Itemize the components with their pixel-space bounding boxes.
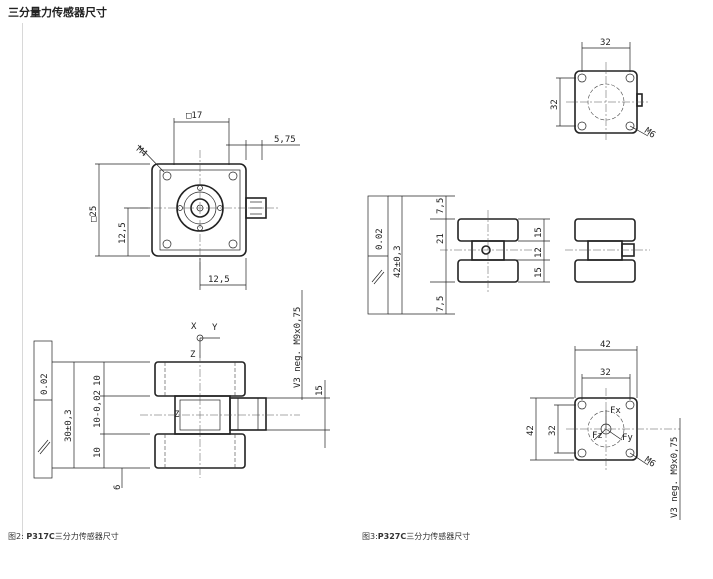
fig3-bottom-gap: 7,5 xyxy=(436,296,446,312)
fig2-axis-z: Z xyxy=(190,350,196,360)
fig2-axis-y: Y xyxy=(212,323,218,333)
fig3-caption: 图3:P327C三分力传感器尺寸 xyxy=(362,531,470,542)
fig3-right-a: 15 xyxy=(534,227,544,238)
fig3-fx: Fx xyxy=(610,406,621,416)
fig3-top-height: 32 xyxy=(550,99,560,110)
fig2-connector-dim: 15 xyxy=(315,385,325,396)
fig3-bottom-inner-w: 32 xyxy=(600,368,611,378)
fig2-foot: 6 xyxy=(113,485,123,490)
fig3-bottom-inner-h: 32 xyxy=(548,425,558,436)
fig3-top-thread: M6 xyxy=(642,126,657,140)
fig2-dim-half-v: 12,5 xyxy=(118,222,128,244)
fig3-bottom-outer-w: 42 xyxy=(600,340,611,350)
fig2-top-view: □17 5,75 M4 □25 12,5 12,5 xyxy=(89,111,300,290)
fig2-axis-x: X xyxy=(191,322,197,332)
fig2-tolerance: 0.02 xyxy=(40,373,50,395)
fig3-top-width: 32 xyxy=(600,38,611,48)
fig2-dim-half-h: 12,5 xyxy=(208,275,230,285)
fig2-caption-suffix: 三分力传感器尺寸 xyxy=(54,532,119,541)
fig2-caption-model: P317C xyxy=(26,532,55,541)
fig3-bottom-thread: M6 xyxy=(642,455,657,469)
left-divider xyxy=(22,23,23,538)
page-title: 三分量力传感器尺寸 xyxy=(8,6,107,19)
fig2-mid-height: 10-0,02 xyxy=(93,390,103,428)
fig3-bottom-view: Fx Fy Fz 42 32 42 32 M6 V3 neg. M9x0,75 xyxy=(526,340,681,520)
fig2-body-label-z: Z xyxy=(174,410,180,420)
fig3-fz: Fz xyxy=(592,431,603,441)
fig2-dim-outer: □25 xyxy=(89,206,99,222)
fig2-dim-width: □17 xyxy=(186,111,202,121)
fig3-top-view: 32 32 M6 xyxy=(550,38,657,142)
fig2-connector-label: V3 neg. M9x0,75 xyxy=(293,307,303,388)
fig3-bottom-outer-h: 42 xyxy=(526,425,536,436)
fig2-thread-m4: M4 xyxy=(134,145,149,160)
fig2-top-height: 10 xyxy=(93,375,103,386)
fig2-side-view: X Y Z Z 0.02 30±0,3 10 10-0,02 10 6 15 xyxy=(33,290,330,490)
fig3-fy: Fy xyxy=(622,433,633,443)
fig2-height: 30±0,3 xyxy=(64,409,74,442)
fig3-right-c: 15 xyxy=(534,267,544,278)
fig2-dim-offset: 5,75 xyxy=(274,135,296,145)
fig3-caption-prefix: 图3: xyxy=(362,532,378,541)
fig3-top-gap: 7,5 xyxy=(436,198,446,214)
fig3-connector-label: V3 neg. M9x0,75 xyxy=(670,437,680,518)
fig2-caption-prefix: 图2: xyxy=(8,532,27,541)
fig3-mid: 21 xyxy=(436,233,446,244)
fig3-tolerance: 0.02 xyxy=(375,228,385,250)
fig2-bottom-height: 10 xyxy=(93,447,103,458)
fig3-right-b: 12 xyxy=(534,247,544,258)
fig3-caption-suffix: 三分力传感器尺寸 xyxy=(406,532,471,541)
fig3-height: 42±0,3 xyxy=(393,245,403,278)
fig3-caption-model: P327C xyxy=(377,532,407,541)
fig2-caption: 图2: P317C三分力传感器尺寸 xyxy=(8,531,119,542)
fig3-side-view: 0.02 42±0,3 7,5 21 7,5 15 12 15 xyxy=(367,195,650,315)
